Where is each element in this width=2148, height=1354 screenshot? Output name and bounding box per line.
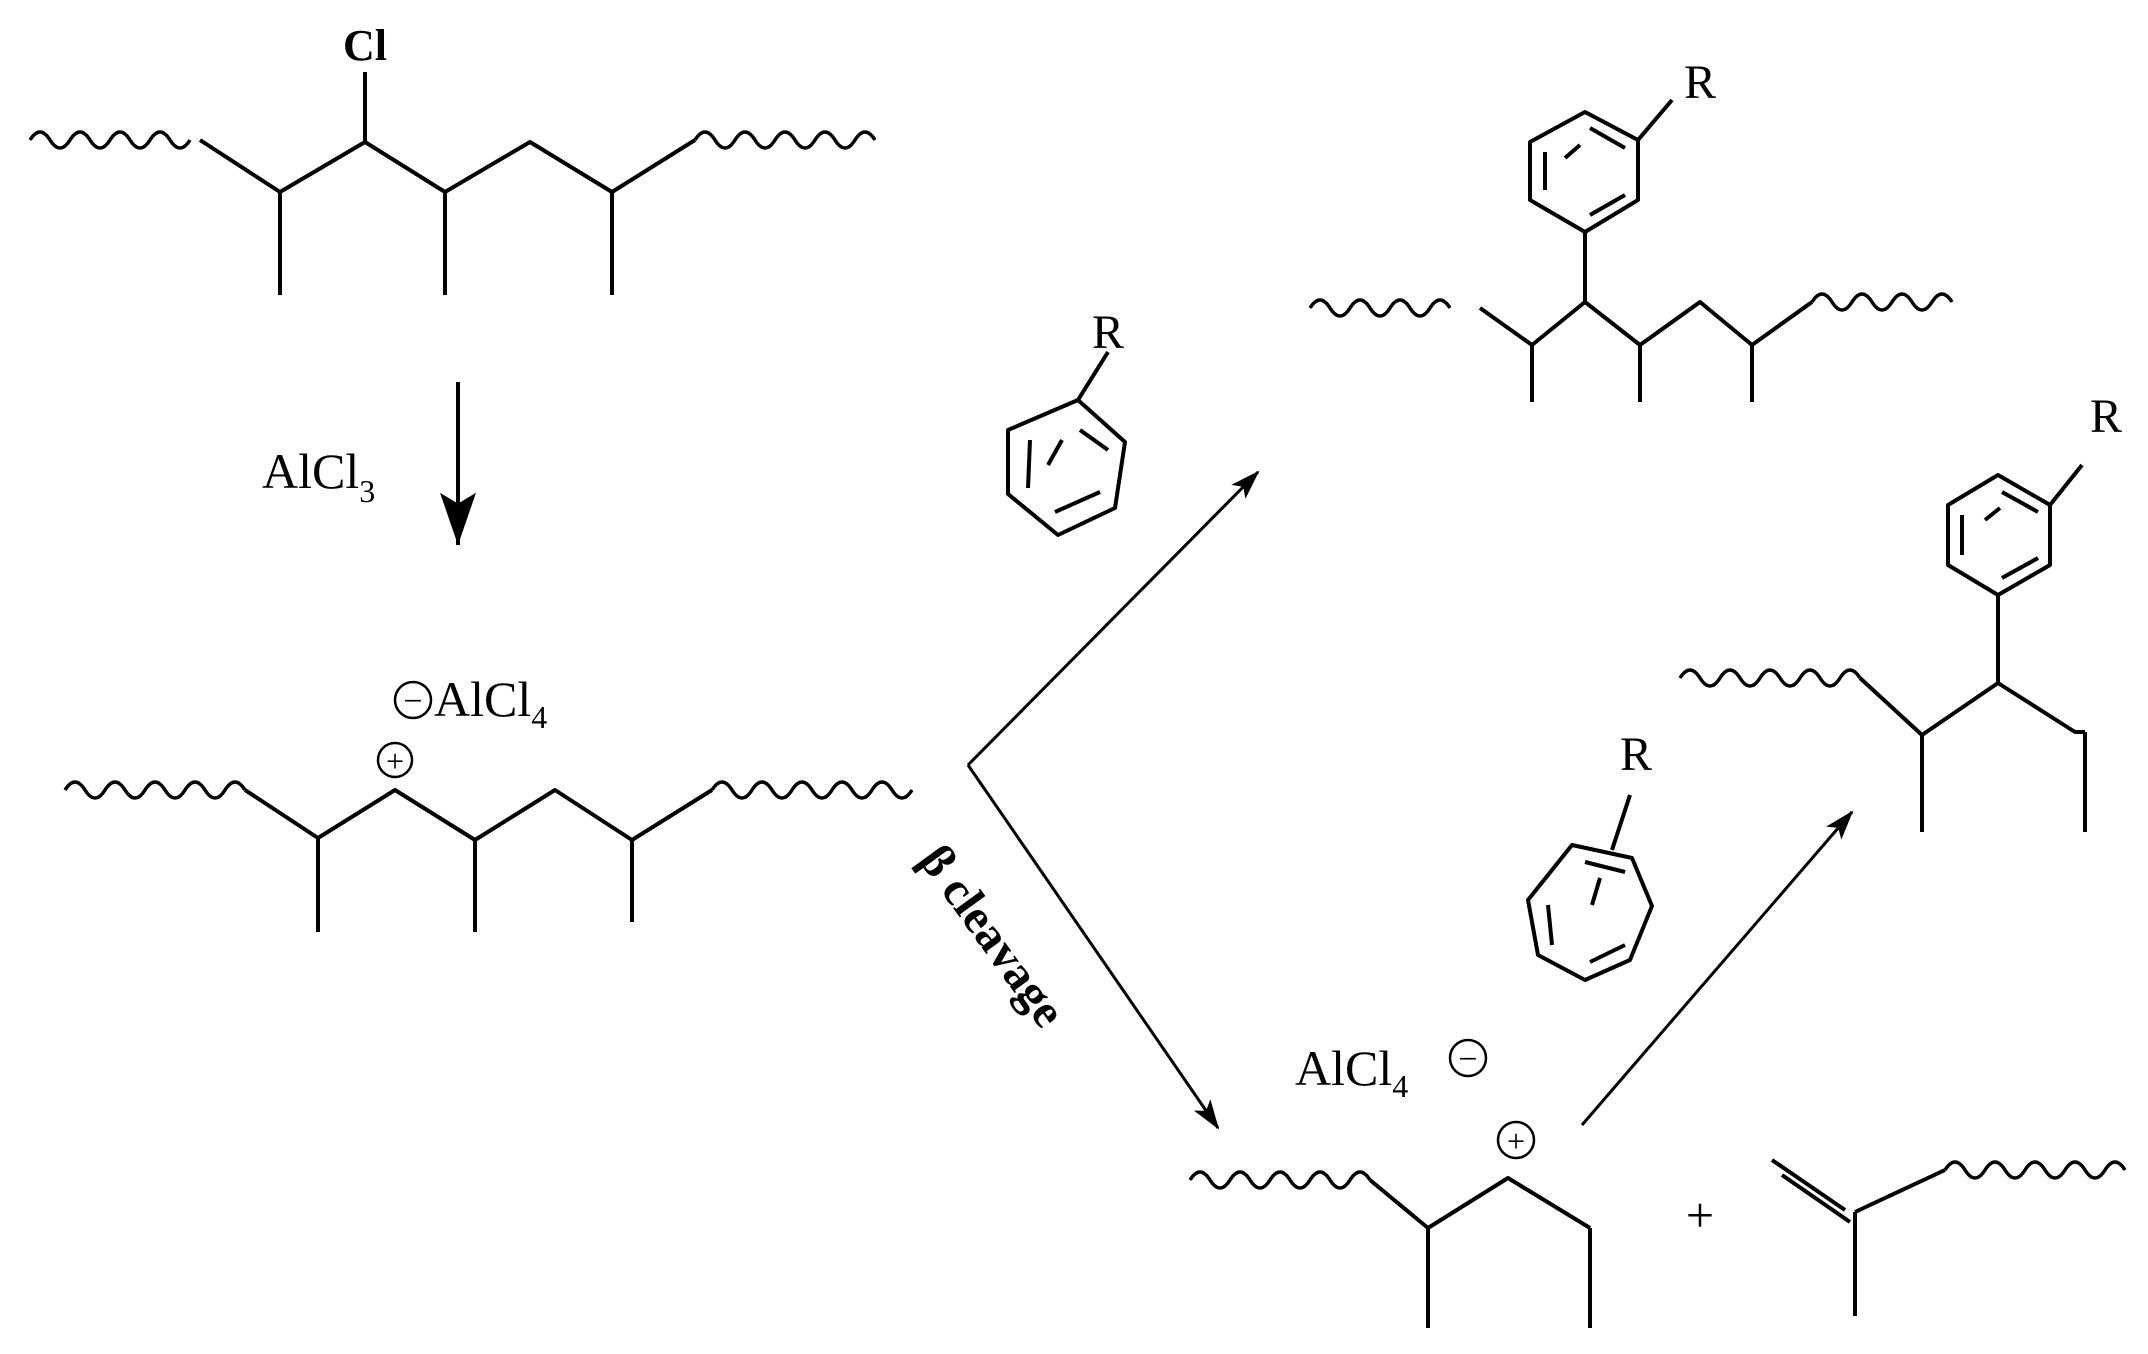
fragment-alkylation-arrow: [1580, 810, 1854, 1126]
product-1-substituent-label: R: [1684, 56, 1716, 109]
product-1-inner-b: [1589, 193, 1626, 217]
product-2-backbone: [1858, 676, 2085, 737]
arene-2-inner-b: [1589, 943, 1626, 964]
arene-1-substituent-label: R: [1092, 306, 1124, 359]
counterion-label-top: AlCl4: [434, 671, 547, 735]
product-2-inner-b: [2001, 556, 2039, 580]
fragment-negative-sign: −: [1458, 1041, 1477, 1078]
product-2-ortho-tick: [1983, 506, 2002, 522]
arene-2-inner-a: [1546, 904, 1554, 946]
backbone-bonds: [198, 138, 697, 194]
alkylated-polymer-product: R: [1308, 56, 1954, 402]
arene-2-inner-c: [1584, 860, 1626, 874]
fragment-left-wavy: [1188, 1170, 1372, 1190]
negative-charge-sign: −: [403, 683, 422, 720]
fragment-positive-sign: +: [1507, 1123, 1525, 1159]
counterion-formula-top: AlCl: [434, 671, 531, 727]
product-1-backbone: [1478, 300, 1814, 347]
arene-1-ortho-tick: [1046, 439, 1064, 466]
product-1-right-wavy: [1810, 292, 1954, 312]
chlorine-label: Cl: [343, 21, 387, 70]
arene-reagent-1: R: [1006, 306, 1127, 537]
reagent-label: AlCl3: [262, 443, 375, 509]
fragment-positive-circle: [1496, 1120, 1536, 1160]
product-2-substituent-label: R: [2090, 390, 2122, 443]
olefin-double-bond-inner: [1780, 1173, 1852, 1224]
counterion-formula-bottom: AlCl: [1295, 1040, 1392, 1096]
olefin-fragment: [1770, 1158, 2127, 1316]
alkylation-arrow: [966, 470, 1260, 767]
reagent-formula: AlCl: [262, 443, 359, 499]
olefin-double-bond-outer: [1770, 1158, 1847, 1212]
arene-1-inner-bond-b: [1054, 490, 1101, 514]
olefin-right-wavy: [1943, 1160, 2127, 1180]
arene-2-substituent-label: R: [1620, 728, 1652, 781]
plus-sign: +: [1686, 1187, 1714, 1243]
chlorinated-polymer-chain: Cl: [28, 21, 877, 295]
arene-reagent-2: R: [1526, 728, 1654, 982]
arene-1-benzene: [1006, 398, 1127, 537]
product-2-inner-c: [2001, 490, 2039, 514]
arene-2-substituent-bond: [1610, 794, 1632, 851]
product-2-benzene: [1946, 473, 2052, 597]
fragment-backbone: [1368, 1176, 1592, 1230]
positive-charge-circle: [376, 741, 414, 779]
cation-chain-right-wavy: [710, 780, 914, 800]
product-2-substituent-bond: [2048, 463, 2084, 507]
reagent-arrow: AlCl3: [262, 382, 476, 545]
counterion-subscript-bottom: 4: [1392, 1068, 1408, 1104]
fragment-negative-circle: [1448, 1038, 1488, 1078]
counterion-label-bottom: AlCl4: [1295, 1040, 1408, 1104]
product-1-substituent-bond: [1636, 98, 1674, 142]
chain-end-right-wavy: [693, 130, 877, 150]
cleavage-label: β cleavage: [909, 835, 1076, 1036]
cleaved-carbocation-fragment: + AlCl4 −: [1188, 1038, 1592, 1328]
product-1-ortho-tick: [1563, 143, 1582, 160]
product-1-benzene: [1528, 110, 1640, 234]
arene-1-substituent-bond: [1076, 350, 1110, 402]
alkylated-fragment-product: R: [1678, 390, 2122, 832]
negative-charge-circle: [393, 680, 433, 720]
positive-charge-sign: +: [386, 743, 404, 779]
reagent-subscript: 3: [359, 473, 375, 509]
chain-end-left-wavy: [28, 130, 192, 150]
product-1-inner-c: [1589, 126, 1626, 150]
arene-1-inner-bond-a: [1026, 439, 1032, 489]
arene-2-benzene: [1526, 843, 1654, 982]
cleavage-arrow: [966, 764, 1220, 1130]
product-2-left-wavy: [1678, 668, 1862, 688]
product-1-left-wavy: [1308, 298, 1452, 318]
branching-arrows: β cleavage: [909, 470, 1260, 1130]
arene-1-inner-bond-c: [1078, 428, 1110, 452]
cation-backbone-bonds: [243, 788, 714, 842]
cation-chain-left-wavy: [63, 780, 247, 800]
arene-2-ortho-tick: [1590, 877, 1602, 906]
olefin-chain-bond: [1854, 1168, 1946, 1214]
carbocation-chain: + − AlCl4: [63, 671, 914, 932]
counterion-subscript-top: 4: [531, 699, 547, 735]
